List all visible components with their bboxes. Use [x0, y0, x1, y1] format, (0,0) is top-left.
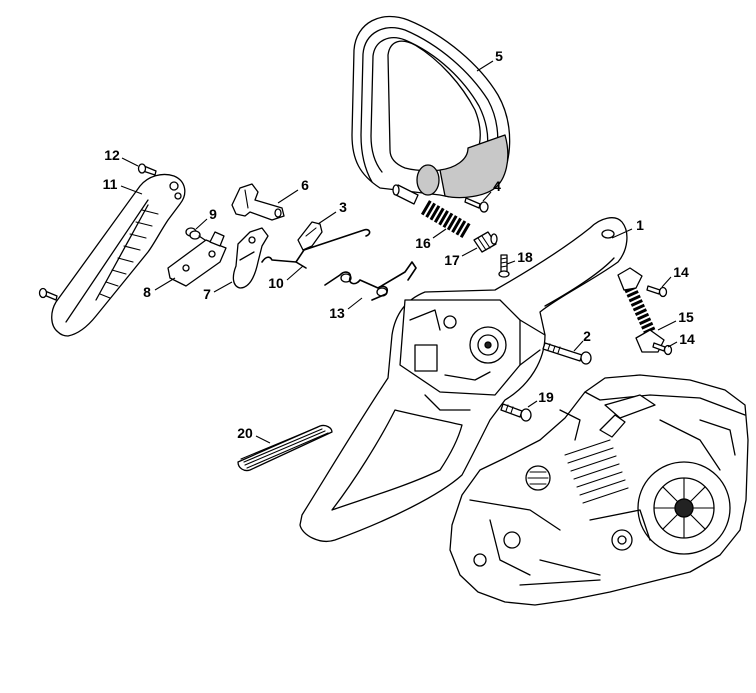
callout-9: 9: [209, 206, 217, 222]
callout-1: 1: [636, 217, 644, 233]
cover-screw-lower: [38, 287, 58, 301]
part-17-bushing: [473, 231, 498, 253]
leader-3: [317, 211, 337, 225]
leader-6: [277, 189, 299, 204]
callout-16: 16: [415, 235, 431, 251]
callout-15: 15: [678, 309, 694, 325]
leader-20: [255, 435, 271, 444]
part-6-lever: [231, 183, 285, 221]
part-12-screw: [137, 163, 157, 176]
part-14-screw-lower: [652, 342, 673, 356]
leader-1: [611, 228, 633, 239]
leader-14-lower: [667, 341, 678, 348]
part-1-handle-housing: [299, 217, 628, 542]
leader-8: [154, 277, 176, 291]
part-9-spring-clip: [185, 227, 206, 241]
part-19-screw: [500, 403, 532, 422]
callout-18: 18: [517, 249, 533, 265]
leader-11: [120, 185, 143, 195]
callout-7: 7: [203, 286, 211, 302]
callout-14-lower: 14: [679, 331, 695, 347]
engine-crankcase: [449, 374, 749, 606]
leader-19: [527, 400, 538, 408]
leader-2: [573, 340, 584, 352]
callout-2: 2: [583, 328, 591, 344]
callout-labels: 1 2 3 4 5 6 7 8 9 10 11 12 13 14 14 15 1…: [103, 48, 695, 441]
callout-13: 13: [329, 305, 345, 321]
part-2-screw: [542, 342, 592, 365]
callout-11: 11: [103, 176, 118, 192]
leader-7: [213, 281, 233, 293]
callout-4: 4: [493, 178, 501, 194]
part-11-side-cover: [51, 173, 186, 337]
leader-10: [286, 265, 304, 281]
callout-8: 8: [143, 284, 151, 300]
leader-16: [432, 228, 447, 239]
part-10-wire-spring: [261, 228, 371, 269]
callout-17: 17: [444, 252, 460, 268]
leader-13: [347, 297, 363, 310]
leader-lines: [120, 60, 678, 444]
leader-12: [121, 157, 139, 167]
callout-14-upper: 14: [673, 264, 689, 280]
callout-3: 3: [339, 199, 347, 215]
leader-5: [476, 60, 494, 72]
part-5-handlebar: [351, 15, 511, 205]
part-13-torsion-spring: [324, 261, 417, 301]
part-7-trigger: [232, 227, 269, 289]
part-14-screw-upper: [646, 285, 668, 298]
callout-5: 5: [495, 48, 503, 64]
leader-18: [506, 260, 516, 265]
leader-17: [461, 247, 478, 257]
part-16-spring: [420, 200, 473, 239]
part-18-screw: [498, 254, 510, 278]
leader-4: [482, 191, 492, 202]
leader-15: [657, 320, 677, 331]
part-8-plate: [167, 231, 227, 287]
callout-6: 6: [301, 177, 309, 193]
part-4-screw: [464, 197, 489, 213]
part-3-lever: [297, 221, 323, 251]
part-15-buffer-spring: [617, 267, 665, 353]
callout-12: 12: [104, 147, 120, 163]
callout-19: 19: [538, 389, 554, 405]
callout-10: 10: [268, 275, 284, 291]
leader-9: [195, 218, 208, 230]
leader-14-upper: [661, 276, 672, 288]
part-20-rubber-pad: [237, 424, 333, 472]
callout-20: 20: [237, 425, 253, 441]
